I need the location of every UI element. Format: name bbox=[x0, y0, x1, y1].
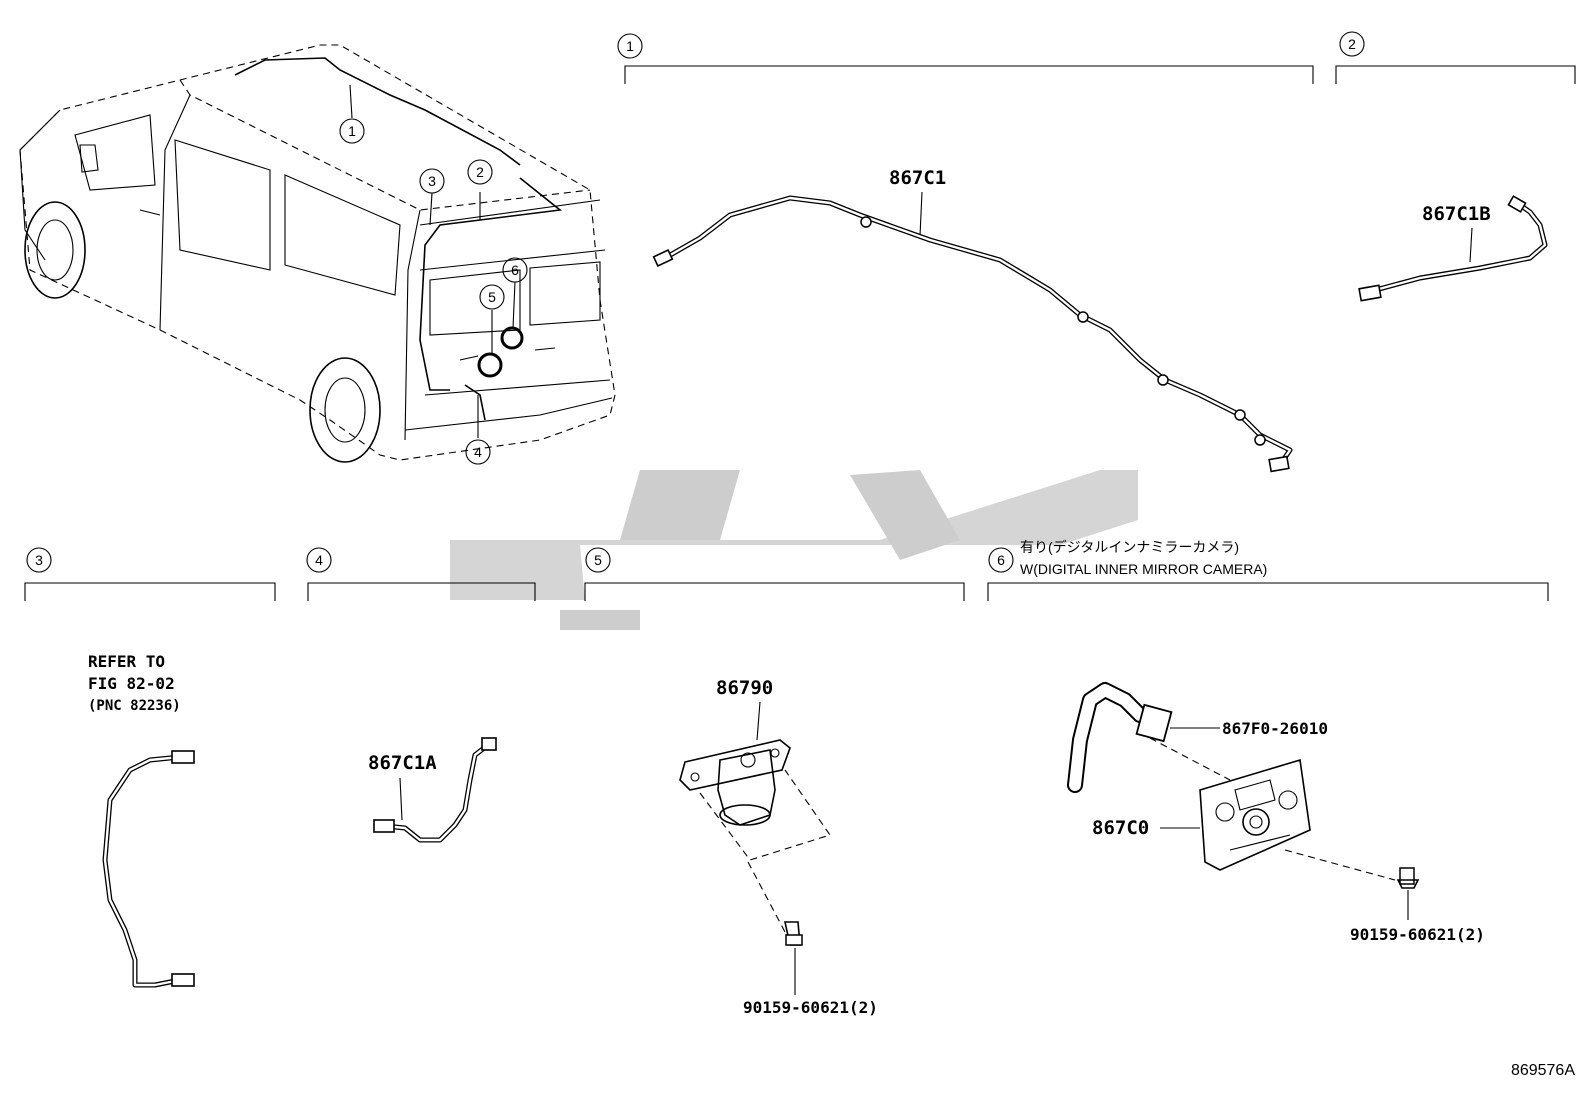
screw-part-number-6: 90159-60621(2) bbox=[1350, 925, 1485, 944]
part-number-867C1A: 867C1A bbox=[368, 752, 437, 774]
section-6-note-jp: 有り(デジタルインナミラーカメラ) bbox=[1020, 539, 1239, 555]
section-1-marker bbox=[617, 33, 643, 59]
van-illustration bbox=[19, 44, 616, 463]
section-6-note-en: W(DIGITAL INNER MIRROR CAMERA) bbox=[1020, 561, 1267, 577]
part-number-867C0: 867C0 bbox=[1092, 817, 1149, 839]
svg-text:6: 6 bbox=[997, 552, 1005, 568]
section-4-marker bbox=[306, 547, 332, 573]
section-6: 6 有り(デジタルインナミラーカメラ) W(DIGITAL INNER MIRR… bbox=[987, 539, 1549, 944]
section-3: 3 REFER TO FIG 82-02 (PNC 82236) bbox=[24, 547, 276, 988]
screw-part-number-5: 90159-60621(2) bbox=[743, 998, 878, 1017]
svg-text:5: 5 bbox=[488, 289, 496, 305]
harness-867C1B bbox=[1358, 195, 1548, 302]
section-1-bracket bbox=[624, 65, 1314, 84]
svg-text:3: 3 bbox=[428, 173, 436, 189]
connector-part-number: 867F0-26010 bbox=[1222, 719, 1328, 738]
section-5-marker bbox=[585, 547, 611, 573]
svg-text:6: 6 bbox=[511, 262, 519, 278]
vehicle-callout-5: 5 bbox=[479, 284, 505, 310]
vehicle-callout-6: 6 bbox=[502, 257, 528, 283]
section-3-marker bbox=[26, 547, 52, 573]
section-4: 4 867C1A bbox=[306, 547, 536, 843]
svg-text:1: 1 bbox=[626, 38, 634, 54]
svg-text:1: 1 bbox=[348, 123, 356, 139]
refer-text-line3: (PNC 82236) bbox=[88, 698, 181, 714]
section-3-bracket bbox=[24, 582, 276, 601]
svg-text:2: 2 bbox=[476, 164, 484, 180]
diagram-id: 869576A bbox=[1511, 1062, 1575, 1079]
svg-text:4: 4 bbox=[474, 444, 482, 460]
part-number-86790: 86790 bbox=[716, 677, 773, 699]
section-6-marker bbox=[988, 547, 1014, 573]
refer-text-line1: REFER TO bbox=[88, 652, 165, 671]
section-1: 1 867C1 bbox=[617, 33, 1314, 473]
section-2: 2 867C1B bbox=[1335, 31, 1576, 302]
camera-86790 bbox=[679, 739, 791, 826]
section-5-bracket bbox=[584, 582, 965, 601]
section-2-bracket bbox=[1335, 65, 1576, 84]
harness-867C1 bbox=[652, 195, 1293, 473]
vehicle-callout-1: 1 bbox=[339, 118, 365, 144]
vehicle-callouts: 1 2 3 4 5 6 bbox=[339, 118, 528, 465]
vehicle-callout-2: 2 bbox=[467, 159, 493, 185]
section-6-bracket bbox=[987, 582, 1549, 601]
part-number-867C1B: 867C1B bbox=[1422, 203, 1491, 225]
harness-section-3 bbox=[102, 750, 195, 988]
screw-section-5 bbox=[784, 921, 803, 946]
svg-text:3: 3 bbox=[35, 552, 43, 568]
screw-section-6 bbox=[1396, 867, 1420, 889]
svg-text:4: 4 bbox=[315, 552, 323, 568]
harness-section-6 bbox=[1067, 682, 1173, 793]
section-2-marker bbox=[1339, 31, 1365, 57]
vehicle-callout-3: 3 bbox=[419, 168, 445, 194]
svg-text:2: 2 bbox=[1348, 36, 1356, 52]
refer-text-line2: FIG 82-02 bbox=[88, 674, 175, 693]
part-number-867C1: 867C1 bbox=[889, 167, 946, 189]
section-4-bracket bbox=[307, 582, 536, 601]
vehicle-callout-4: 4 bbox=[465, 439, 491, 465]
section-5: 5 86790 90159-60621(2) bbox=[584, 547, 965, 1017]
bracket-867C0 bbox=[1199, 758, 1311, 871]
harness-867C1A bbox=[373, 737, 497, 843]
watermark-logo bbox=[450, 470, 1138, 630]
svg-text:5: 5 bbox=[594, 552, 602, 568]
